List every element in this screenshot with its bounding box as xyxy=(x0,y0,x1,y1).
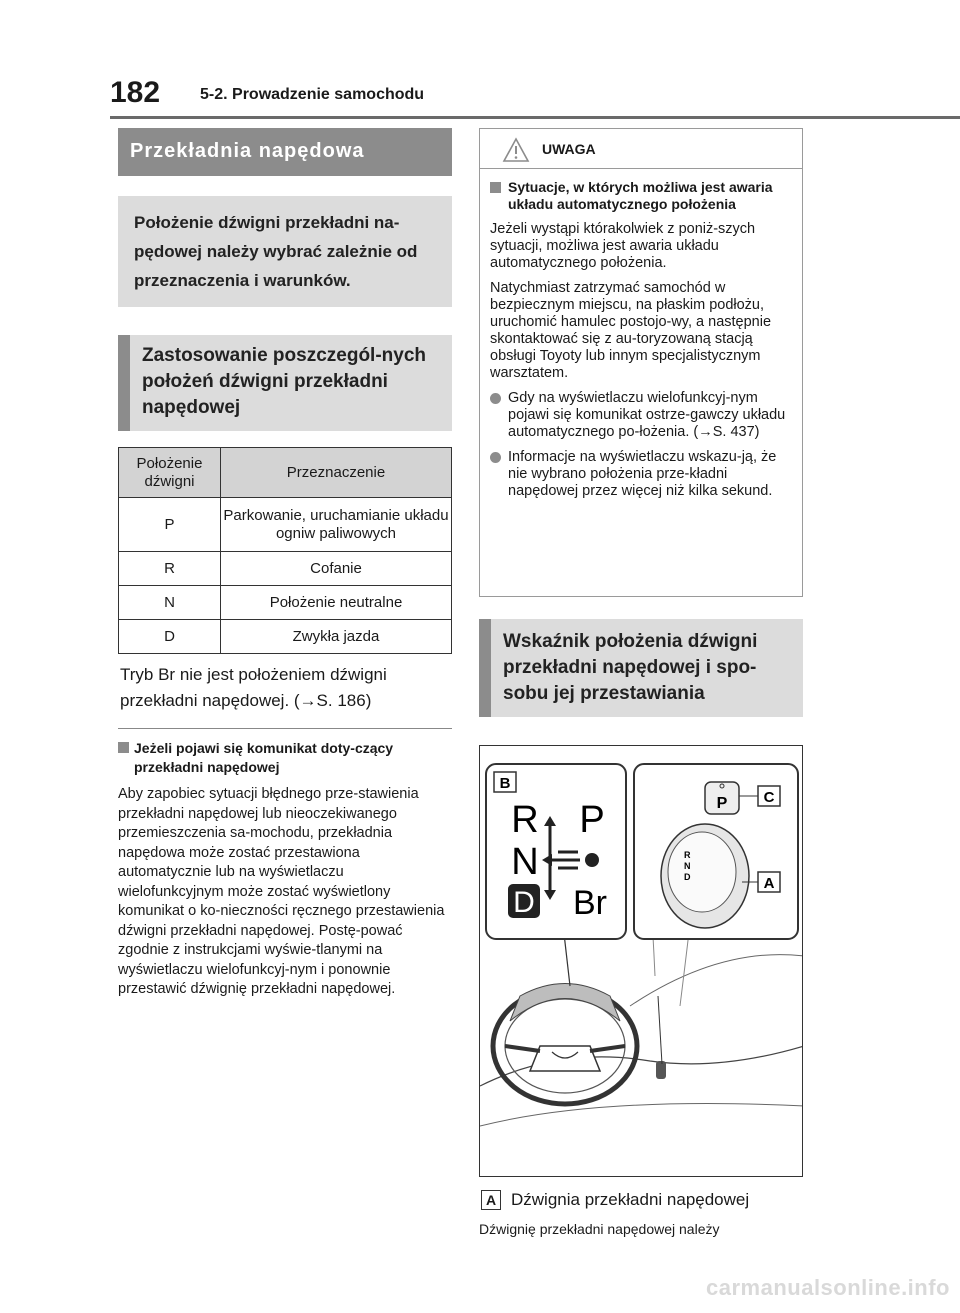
square-bullet-icon xyxy=(118,742,129,753)
watermark: carmanualsonline.info xyxy=(706,1275,950,1300)
warning-bullet: Informacje na wyświetlaczu wskazu-ją, że… xyxy=(490,449,792,500)
lever-r: R xyxy=(684,850,691,860)
table-header-position: Położenie dźwigni xyxy=(118,447,221,498)
shift-lever-illustration: B R P N D Br P C R xyxy=(479,745,803,1177)
header-rule xyxy=(110,116,960,119)
gear-n: N xyxy=(511,841,538,883)
warning-label: UWAGA xyxy=(542,141,596,157)
caption-text: Dźwignia przekładni napędowej xyxy=(511,1190,750,1209)
warning-title: Sytuacje, w których możliwa jest awaria … xyxy=(490,179,792,213)
right-column: UWAGA Sytuacje, w których możliwa jest a… xyxy=(479,128,803,1237)
gear-r: R xyxy=(511,799,538,841)
warning-bullet-text: Gdy na wyświetlaczu wielofunkcyj-nym poj… xyxy=(508,390,786,440)
table-cell-purpose: Parkowanie, uruchamianie układu ogniw pa… xyxy=(220,497,452,552)
label-a: A xyxy=(764,875,775,892)
br-mode-note: Tryb Br nie jest położeniem dźwigni prze… xyxy=(120,665,387,710)
round-bullet-icon xyxy=(490,393,501,404)
label-c: C xyxy=(764,789,775,806)
table-cell-position: D xyxy=(118,619,221,654)
dashboard-drawing: B R P N D Br P C R xyxy=(480,763,802,1127)
warning-box: UWAGA Sytuacje, w których możliwa jest a… xyxy=(479,128,803,597)
continued-text: Dźwignię przekładni napędowej należy xyxy=(479,1221,720,1237)
warning-title-text: Sytuacje, w których możliwa jest awaria … xyxy=(508,179,773,212)
divider xyxy=(118,728,452,729)
gear-br: Br xyxy=(573,884,607,922)
table-cell-purpose: Położenie neutralne xyxy=(220,585,452,620)
round-bullet-icon xyxy=(490,452,501,463)
message-note-title: Jeżeli pojawi się komunikat doty-czący p… xyxy=(118,739,452,777)
warning-triangle-icon xyxy=(502,137,530,162)
table-cell-position: P xyxy=(118,497,221,552)
table-row: R Cofanie xyxy=(118,551,452,586)
table-header-purpose: Przeznaczenie xyxy=(220,447,452,498)
message-note-body: Aby zapobiec sytuacji błędnego prze-staw… xyxy=(118,786,445,997)
warning-header: UWAGA xyxy=(480,129,802,169)
table-cell-position: R xyxy=(118,551,221,586)
figure-caption: A Dźwignia przekładni napędowej xyxy=(479,1189,803,1211)
table-row: N Położenie neutralne xyxy=(118,585,452,620)
main-title: Przekładnia napędowa xyxy=(118,128,452,176)
table-cell-purpose: Cofanie xyxy=(220,551,452,586)
page-number: 182 xyxy=(110,76,161,109)
table-row: D Zwykła jazda xyxy=(118,619,452,654)
warning-paragraph: Natychmiast zatrzymać samochód w bezpiec… xyxy=(490,280,772,381)
indicator-heading: Wskaźnik położenia dźwigni przekładni na… xyxy=(479,619,803,717)
caption-tag: A xyxy=(481,1190,501,1210)
label-b: B xyxy=(500,775,511,792)
position-table: Położenie dźwigni Przeznaczenie P Parkow… xyxy=(118,447,452,654)
gear-p: P xyxy=(579,799,604,841)
usage-subheading: Zastosowanie poszczegól-nych położeń dźw… xyxy=(118,335,452,431)
lever-d: D xyxy=(684,872,691,882)
square-bullet-icon xyxy=(490,182,501,193)
message-note-title-text: Jeżeli pojawi się komunikat doty-czący p… xyxy=(134,740,394,775)
lever-n: N xyxy=(684,861,691,871)
gear-d: D xyxy=(513,886,535,919)
section-heading: 5-2. Prowadzenie samochodu xyxy=(200,86,425,103)
left-column: Przekładnia napędowa Położenie dźwigni p… xyxy=(118,128,452,1000)
warning-bullet-text: Informacje na wyświetlaczu wskazu-ją, że… xyxy=(508,449,777,499)
table-row: P Parkowanie, uruchamianie układu ogniw … xyxy=(118,497,452,552)
table-cell-position: N xyxy=(118,585,221,620)
intro-box: Położenie dźwigni przekładni na-pędowej … xyxy=(118,196,452,307)
knob-p-label: P xyxy=(717,795,728,812)
table-cell-purpose: Zwykła jazda xyxy=(220,619,452,654)
warning-paragraph: Jeżeli wystąpi którakolwiek z poniż-szyc… xyxy=(490,221,756,271)
warning-bullet: Gdy na wyświetlaczu wielofunkcyj-nym poj… xyxy=(490,390,792,441)
